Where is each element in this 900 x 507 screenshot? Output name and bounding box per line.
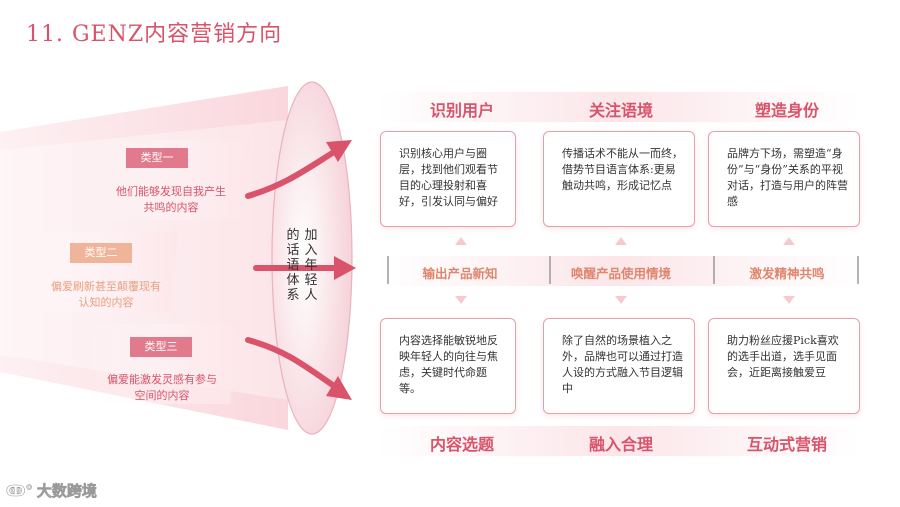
logo-icon: ↂ° bbox=[6, 481, 33, 500]
funnel-text-column-1: 加入年轻人 bbox=[304, 228, 318, 303]
bottom-heading-reasonable-integration: 融入合理 bbox=[588, 435, 653, 454]
up-triangle bbox=[615, 237, 627, 245]
top-heading-identify-users: 识别用户 bbox=[429, 101, 494, 120]
top-heading-shape-identity: 塑造身份 bbox=[754, 101, 819, 120]
bottom-heading-band bbox=[378, 426, 858, 456]
arrow-up-curve bbox=[245, 149, 337, 199]
funnel-text-column-2: 的话语体系 bbox=[286, 228, 300, 303]
down-triangle bbox=[615, 296, 627, 304]
type-two-desc: 偏爱刷新甚至颠覆现有 认知的内容 bbox=[22, 279, 190, 311]
down-triangle bbox=[455, 296, 467, 304]
up-triangle bbox=[455, 237, 467, 245]
top-heading-band bbox=[378, 92, 858, 122]
down-triangle bbox=[783, 296, 795, 304]
type-three-desc-line: 空间的内容 bbox=[134, 389, 190, 402]
bottom-heading-interactive-marketing: 互动式营销 bbox=[746, 435, 827, 454]
bottom-card-interactive-marketing: 助力粉丝应援Pick喜欢的选手出道，选手见面会，近距离接触爱豆 bbox=[708, 318, 860, 414]
type-three-desc: 偏爱能激发灵感有参与 空间的内容 bbox=[78, 372, 246, 404]
bottom-card-content-topic: 内容选择能敏锐地反映年轻人的向往与焦虑，关键时代命题等。 bbox=[380, 318, 516, 414]
type-two-tag: 类型二 bbox=[70, 243, 132, 263]
arrow-mid-head bbox=[334, 256, 356, 280]
mid-label-inspire-resonance: 激发精神共鸣 bbox=[749, 266, 825, 281]
top-heading-focus-context: 关注语境 bbox=[588, 101, 653, 120]
top-card-shape-identity: 品牌方下场，需塑造“身份”与“身份”关系的平视对话，打造与用户的阵营感 bbox=[708, 131, 860, 227]
type-three-backdrop bbox=[84, 324, 240, 404]
top-card-identify-users: 识别核心用户与圈层，找到他们观看节目的心理投射和喜好，引发认同与偏好 bbox=[380, 131, 516, 227]
type-one-tag: 类型一 bbox=[126, 148, 188, 168]
mid-label-wake-product-scenario: 唤醒产品使用情境 bbox=[570, 266, 671, 281]
arrow-up-head bbox=[326, 140, 352, 162]
type-one-desc-line: 共鸣的内容 bbox=[143, 201, 199, 214]
bottom-heading-content-topic: 内容选题 bbox=[429, 435, 494, 454]
mid-label-output-product-knowledge: 输出产品新知 bbox=[422, 266, 498, 281]
type-two-backdrop bbox=[30, 232, 178, 312]
funnel-mouth bbox=[271, 81, 353, 435]
type-one-desc: 他们能够发现自我产生 共鸣的内容 bbox=[86, 184, 256, 216]
arrow-down-head bbox=[326, 376, 352, 400]
slide-title: 11. GENZ内容营销方向 bbox=[26, 22, 283, 47]
type-three-tag: 类型三 bbox=[130, 337, 192, 357]
bottom-card-reasonable-integration: 除了自然的场景植入之外，品牌也可以通过打造人设的方式融入节目逻辑中 bbox=[543, 318, 695, 414]
logo-text: 大数跨境 bbox=[36, 482, 98, 501]
brand-logo: ↂ° 大数跨境 bbox=[6, 480, 97, 501]
arrow-down-curve bbox=[245, 337, 337, 389]
type-two-desc-line: 偏爱刷新甚至颠覆现有 bbox=[51, 280, 161, 293]
type-two-desc-line: 认知的内容 bbox=[78, 296, 134, 309]
mid-label-band bbox=[378, 256, 858, 286]
type-three-desc-line: 偏爱能激发灵感有参与 bbox=[107, 373, 217, 386]
up-triangle bbox=[783, 237, 795, 245]
top-card-focus-context: 传播话术不能从一而终，借势节目语言体系:更易触动共鸣，形成记忆点 bbox=[543, 131, 695, 227]
type-one-desc-line: 他们能够发现自我产生 bbox=[116, 185, 226, 198]
